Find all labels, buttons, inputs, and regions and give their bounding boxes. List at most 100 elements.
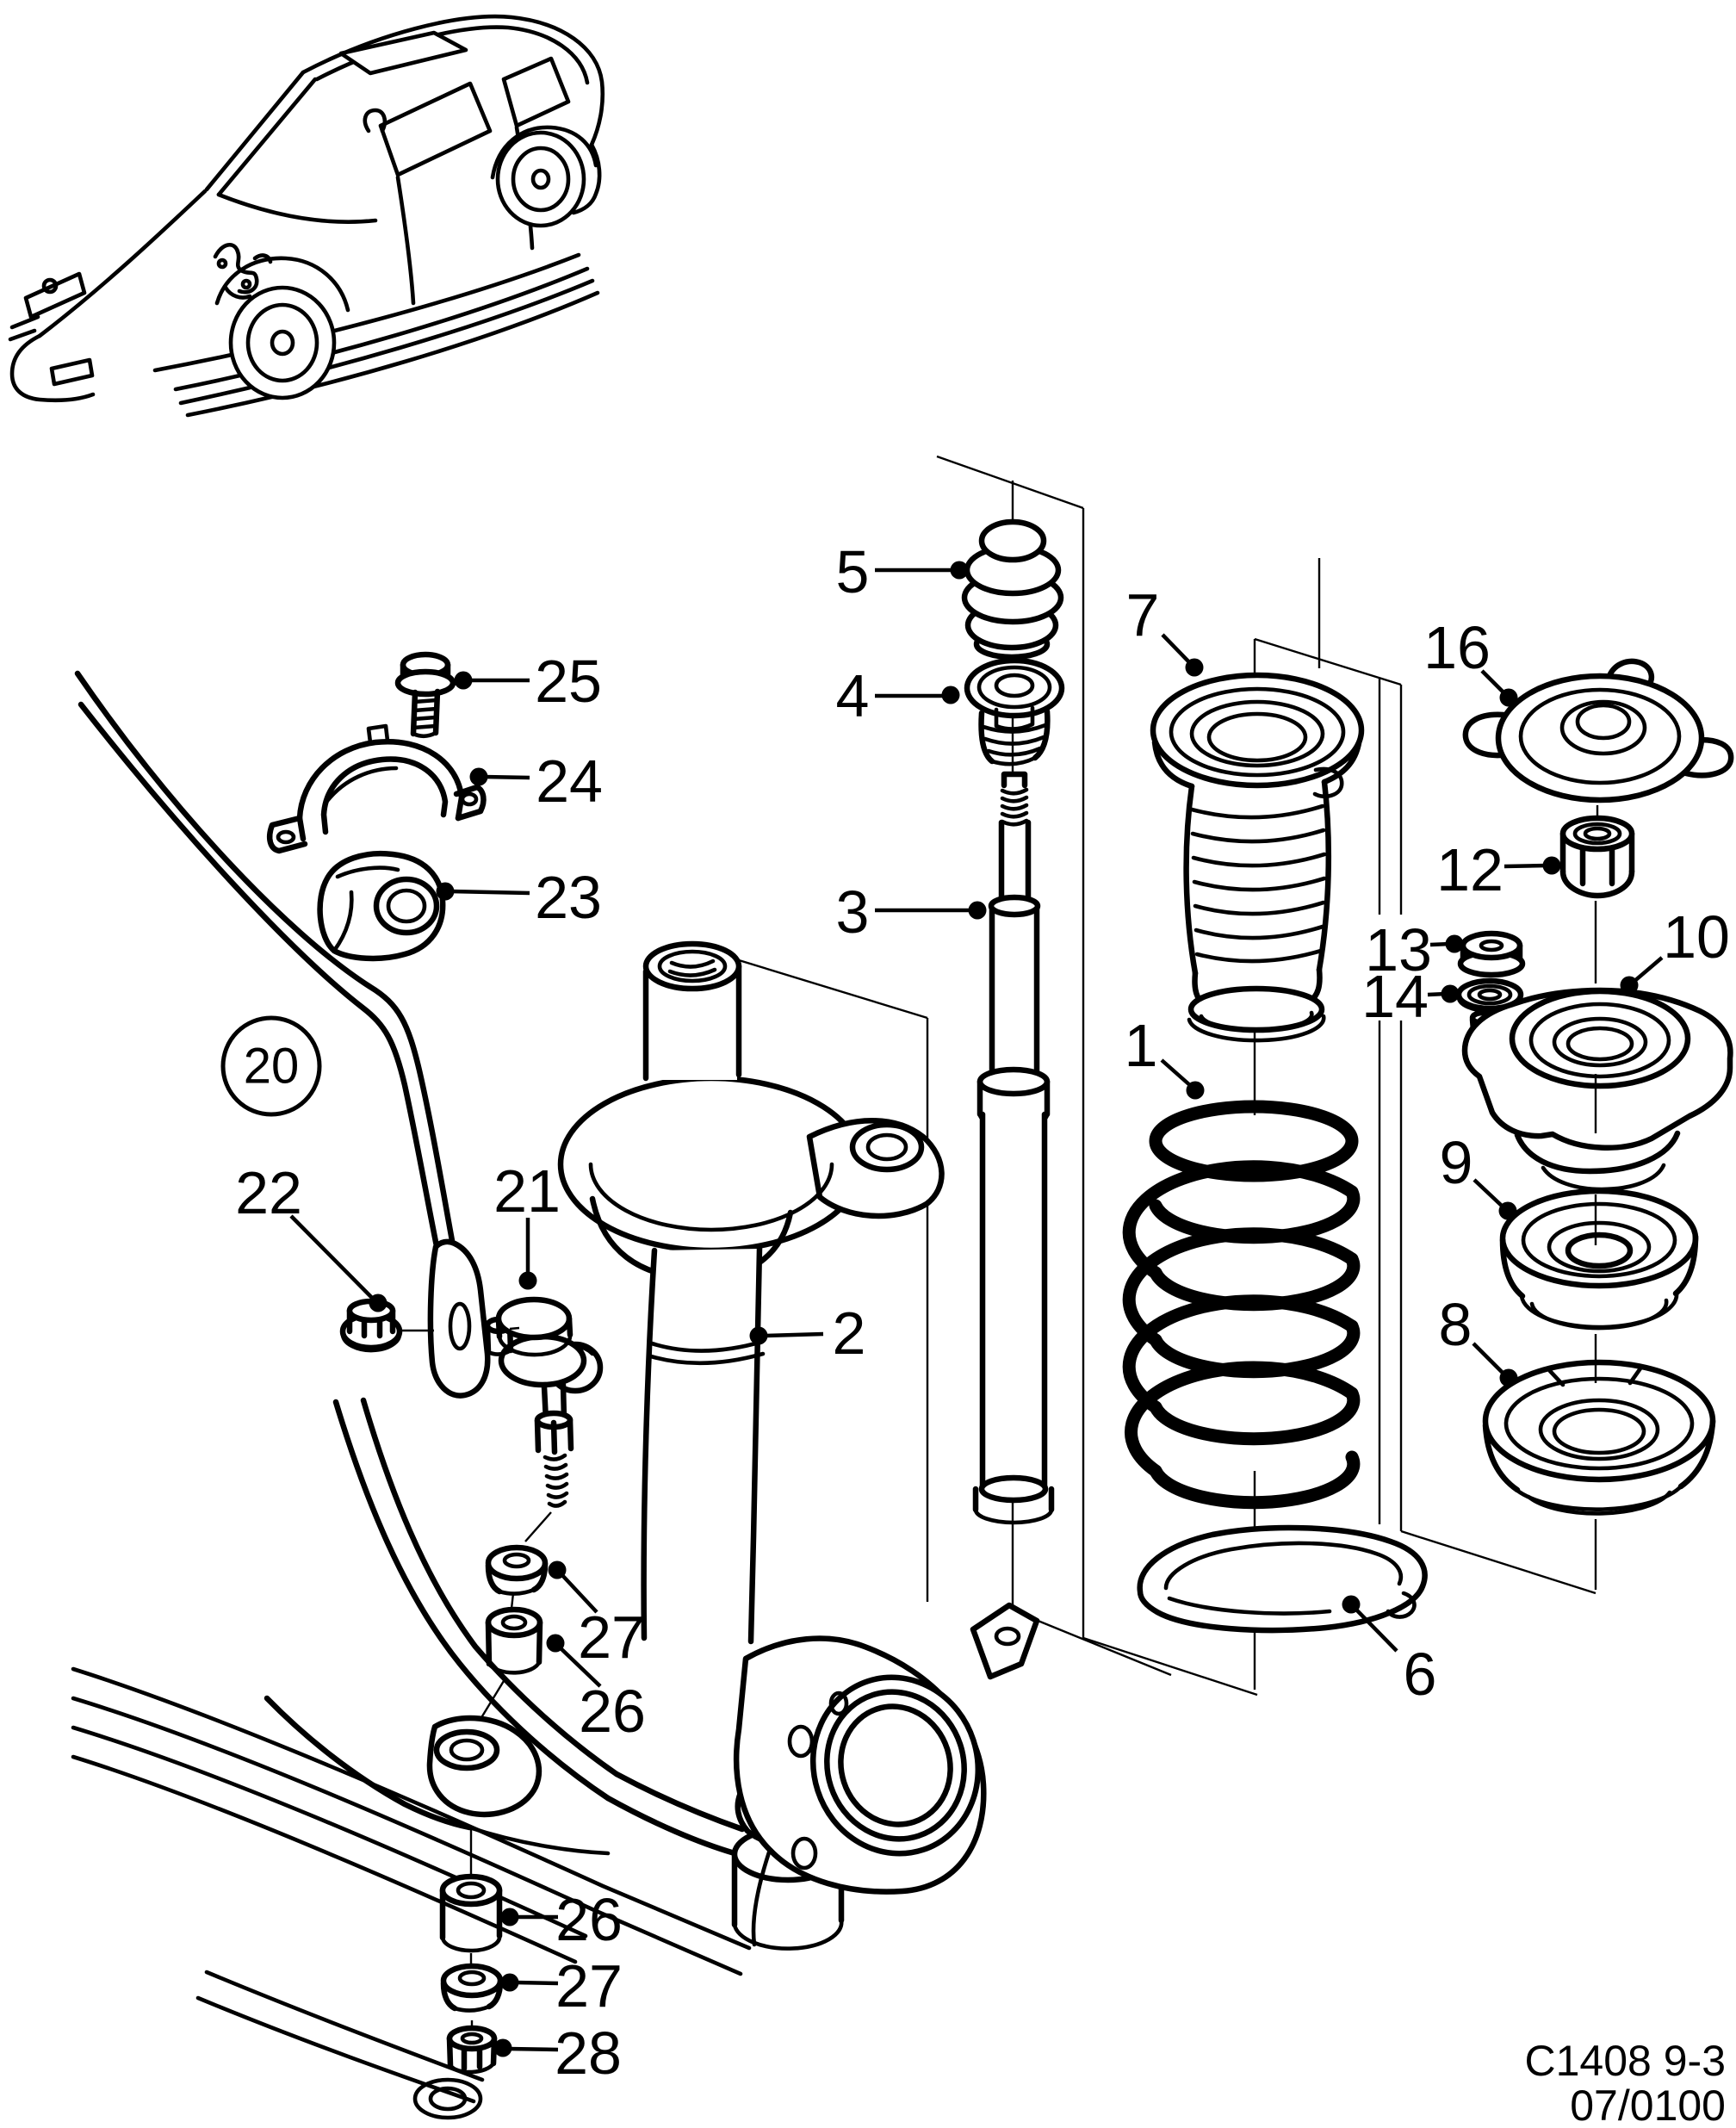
- leader-line: [1472, 1178, 1505, 1209]
- leader-line: [557, 1645, 602, 1688]
- link-bushing-upper: [485, 1606, 543, 1675]
- rear-door-window: [501, 56, 571, 128]
- axis-lines-overlay: [401, 805, 1599, 2027]
- leader-line: [450, 889, 530, 896]
- callout-number: 22: [235, 1159, 302, 1226]
- callout-25: 25: [454, 648, 602, 715]
- strut-top-mount: [1461, 987, 1733, 1192]
- clamp-bolt: [394, 651, 456, 739]
- callout-number: 28: [555, 2019, 622, 2087]
- callout-number: 6: [1404, 1641, 1437, 1708]
- flange-nut: [1457, 930, 1526, 978]
- leader-dot: [493, 2038, 512, 2057]
- leader-line: [1472, 1342, 1506, 1376]
- sunroof: [338, 30, 468, 76]
- stabilizer-clamp: [267, 723, 487, 854]
- leader-dot: [1499, 1368, 1518, 1387]
- callout-number: 13: [1365, 916, 1432, 983]
- arm-bushing: [439, 1873, 503, 1953]
- leader-dot: [454, 671, 473, 690]
- washer: [1455, 977, 1524, 1014]
- leader-dot: [1185, 658, 1204, 677]
- spring-bearing-seat: [1499, 1188, 1699, 1331]
- callout-number: 24: [536, 748, 603, 815]
- callout-number: 4: [836, 662, 870, 729]
- side-mirror: [363, 108, 388, 133]
- callout-number: 25: [535, 648, 602, 715]
- leader-line: [1631, 956, 1664, 984]
- callout-number: 14: [1361, 963, 1429, 1030]
- caption: C1408 9-3 07/0100: [1525, 2037, 1727, 2128]
- spring-seat-rubber: [1482, 1359, 1716, 1516]
- callout-1: 1: [1125, 1012, 1205, 1100]
- subframe-rails: [71, 1666, 752, 2120]
- callout-number: 23: [535, 864, 602, 931]
- leader-dot: [1445, 934, 1464, 953]
- callout-14: 14: [1361, 963, 1460, 1030]
- callout-number: 20: [244, 1039, 300, 1095]
- leader-dot: [749, 1326, 768, 1345]
- piston-rod: [998, 819, 1032, 906]
- drawing-code: C1408 9-3: [1525, 2037, 1727, 2085]
- leader-line: [1480, 669, 1507, 696]
- callout-number: 9: [1440, 1129, 1473, 1196]
- front-wheel-arch: [214, 256, 350, 313]
- callout-5: 5: [836, 538, 969, 605]
- callout-8: 8: [1439, 1291, 1518, 1387]
- leader-dot: [941, 686, 960, 704]
- leader-dot: [1342, 1595, 1361, 1614]
- front-door-window: [378, 81, 493, 177]
- leader-line: [483, 774, 530, 780]
- leader-dot: [369, 1294, 388, 1312]
- leader-dot: [1186, 1081, 1205, 1100]
- leader-line: [559, 1572, 598, 1614]
- callout-9: 9: [1440, 1129, 1517, 1220]
- callout-number: 21: [493, 1157, 561, 1225]
- callout-10: 10: [1620, 903, 1730, 995]
- callout-number: 12: [1436, 836, 1504, 903]
- callout-21: 21: [493, 1157, 561, 1290]
- callout-16: 16: [1423, 614, 1518, 707]
- rear-wheel-arch: [490, 125, 598, 180]
- callout-number: 7: [1126, 581, 1160, 648]
- leader-dot: [950, 561, 969, 580]
- callout-number: 8: [1439, 1291, 1472, 1358]
- leader-dot: [548, 1560, 567, 1579]
- coil-spring: [1122, 1100, 1361, 1510]
- callout-3: 3: [836, 878, 987, 946]
- strut-body-left: [641, 1247, 658, 1641]
- callout-number: 27: [555, 1952, 623, 2019]
- drawing-revision: 07/0100: [1570, 2081, 1726, 2128]
- leader-dot: [1542, 856, 1561, 875]
- callout-24: 24: [469, 748, 603, 815]
- leader-line: [1160, 1058, 1194, 1089]
- arm-washer: [440, 1963, 504, 2013]
- leader-line: [1353, 1606, 1398, 1653]
- grille: [8, 314, 40, 342]
- callout-13: 13: [1365, 916, 1464, 983]
- bump-stop: [961, 518, 1064, 661]
- strut-housing: [557, 940, 945, 1645]
- callout-number: 16: [1423, 614, 1491, 681]
- leader-dot: [469, 767, 488, 786]
- callout-26: 26: [546, 1634, 646, 1745]
- shock-absorber-cartridge: [972, 771, 1055, 1525]
- callout-number: 26: [579, 1678, 646, 1745]
- leader-dot: [500, 1908, 519, 1926]
- callout-22: 22: [235, 1159, 388, 1312]
- bar-end-bracket: [427, 1238, 491, 1399]
- callout-number: 26: [555, 1886, 623, 1953]
- spring-seat-plate: [1137, 1524, 1428, 1634]
- leader-line: [1161, 633, 1193, 666]
- leader-line: [763, 1331, 824, 1338]
- callout-number: 1: [1125, 1012, 1158, 1079]
- arm-nut: [446, 2025, 498, 2075]
- badge: [41, 277, 59, 295]
- leader-line: [289, 1214, 375, 1301]
- leader-dot: [500, 1973, 519, 1992]
- callout-7: 7: [1126, 581, 1204, 677]
- callout-circle: [220, 1015, 322, 1117]
- leader-dot: [546, 1634, 565, 1653]
